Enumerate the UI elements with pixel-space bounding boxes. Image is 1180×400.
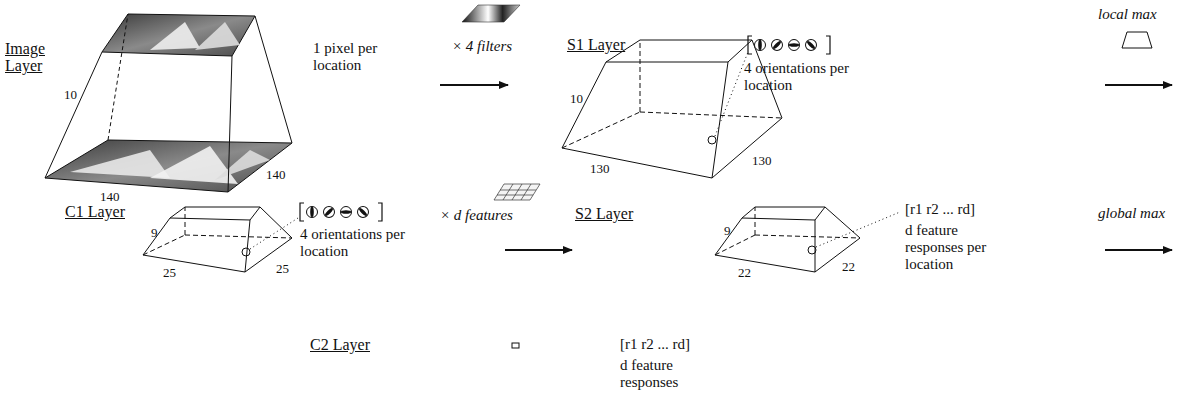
operation-label: × d features <box>440 207 513 224</box>
dimension: 10 <box>570 92 583 106</box>
dimension: 140 <box>266 168 286 182</box>
c2-cube <box>512 343 519 348</box>
orientation-icons <box>748 36 830 54</box>
note: d feature responses <box>620 357 715 391</box>
dimension: 130 <box>590 162 610 176</box>
dimension: 9 <box>151 226 158 240</box>
dimension: 10 <box>64 88 77 102</box>
image-pyramid <box>45 14 292 192</box>
dimension: 22 <box>842 260 855 274</box>
orientation-icons <box>300 203 382 221</box>
arrow <box>505 249 572 251</box>
response-vector: [r1 r2 ... rd] <box>620 336 690 353</box>
note: 4 orientations per location <box>744 60 849 94</box>
operation-label: × 4 filters <box>452 38 512 55</box>
layer-name: Image Layer <box>5 40 65 74</box>
filter-icon <box>462 5 520 22</box>
feature-grid-icon <box>494 184 540 200</box>
response-vector: [r1 r2 ... rd] <box>905 201 975 218</box>
local-max-icon <box>1122 32 1152 48</box>
dimension: 25 <box>276 262 289 276</box>
layer-name: S2 Layer <box>575 205 633 222</box>
note: 4 orientations per location <box>300 226 410 260</box>
s2-pyramid <box>715 207 900 272</box>
operation-label: local max <box>1098 6 1157 23</box>
layer-name: C2 Layer <box>310 336 370 353</box>
operation-label: global max <box>1098 205 1165 222</box>
note: 1 pixel per location <box>313 40 408 74</box>
dimension: 22 <box>738 266 751 280</box>
dimension: 130 <box>752 154 772 168</box>
layer-name: C1 Layer <box>65 203 125 220</box>
arrow <box>1105 249 1172 251</box>
dimension: 140 <box>100 190 120 204</box>
arrow <box>440 84 508 86</box>
dimension: 25 <box>163 266 176 280</box>
c1-pyramid <box>143 207 298 272</box>
dimension: 9 <box>724 224 731 238</box>
layer-name: S1 Layer <box>567 36 625 53</box>
note: d feature responses per location <box>905 222 1000 273</box>
arrow <box>1105 84 1172 86</box>
